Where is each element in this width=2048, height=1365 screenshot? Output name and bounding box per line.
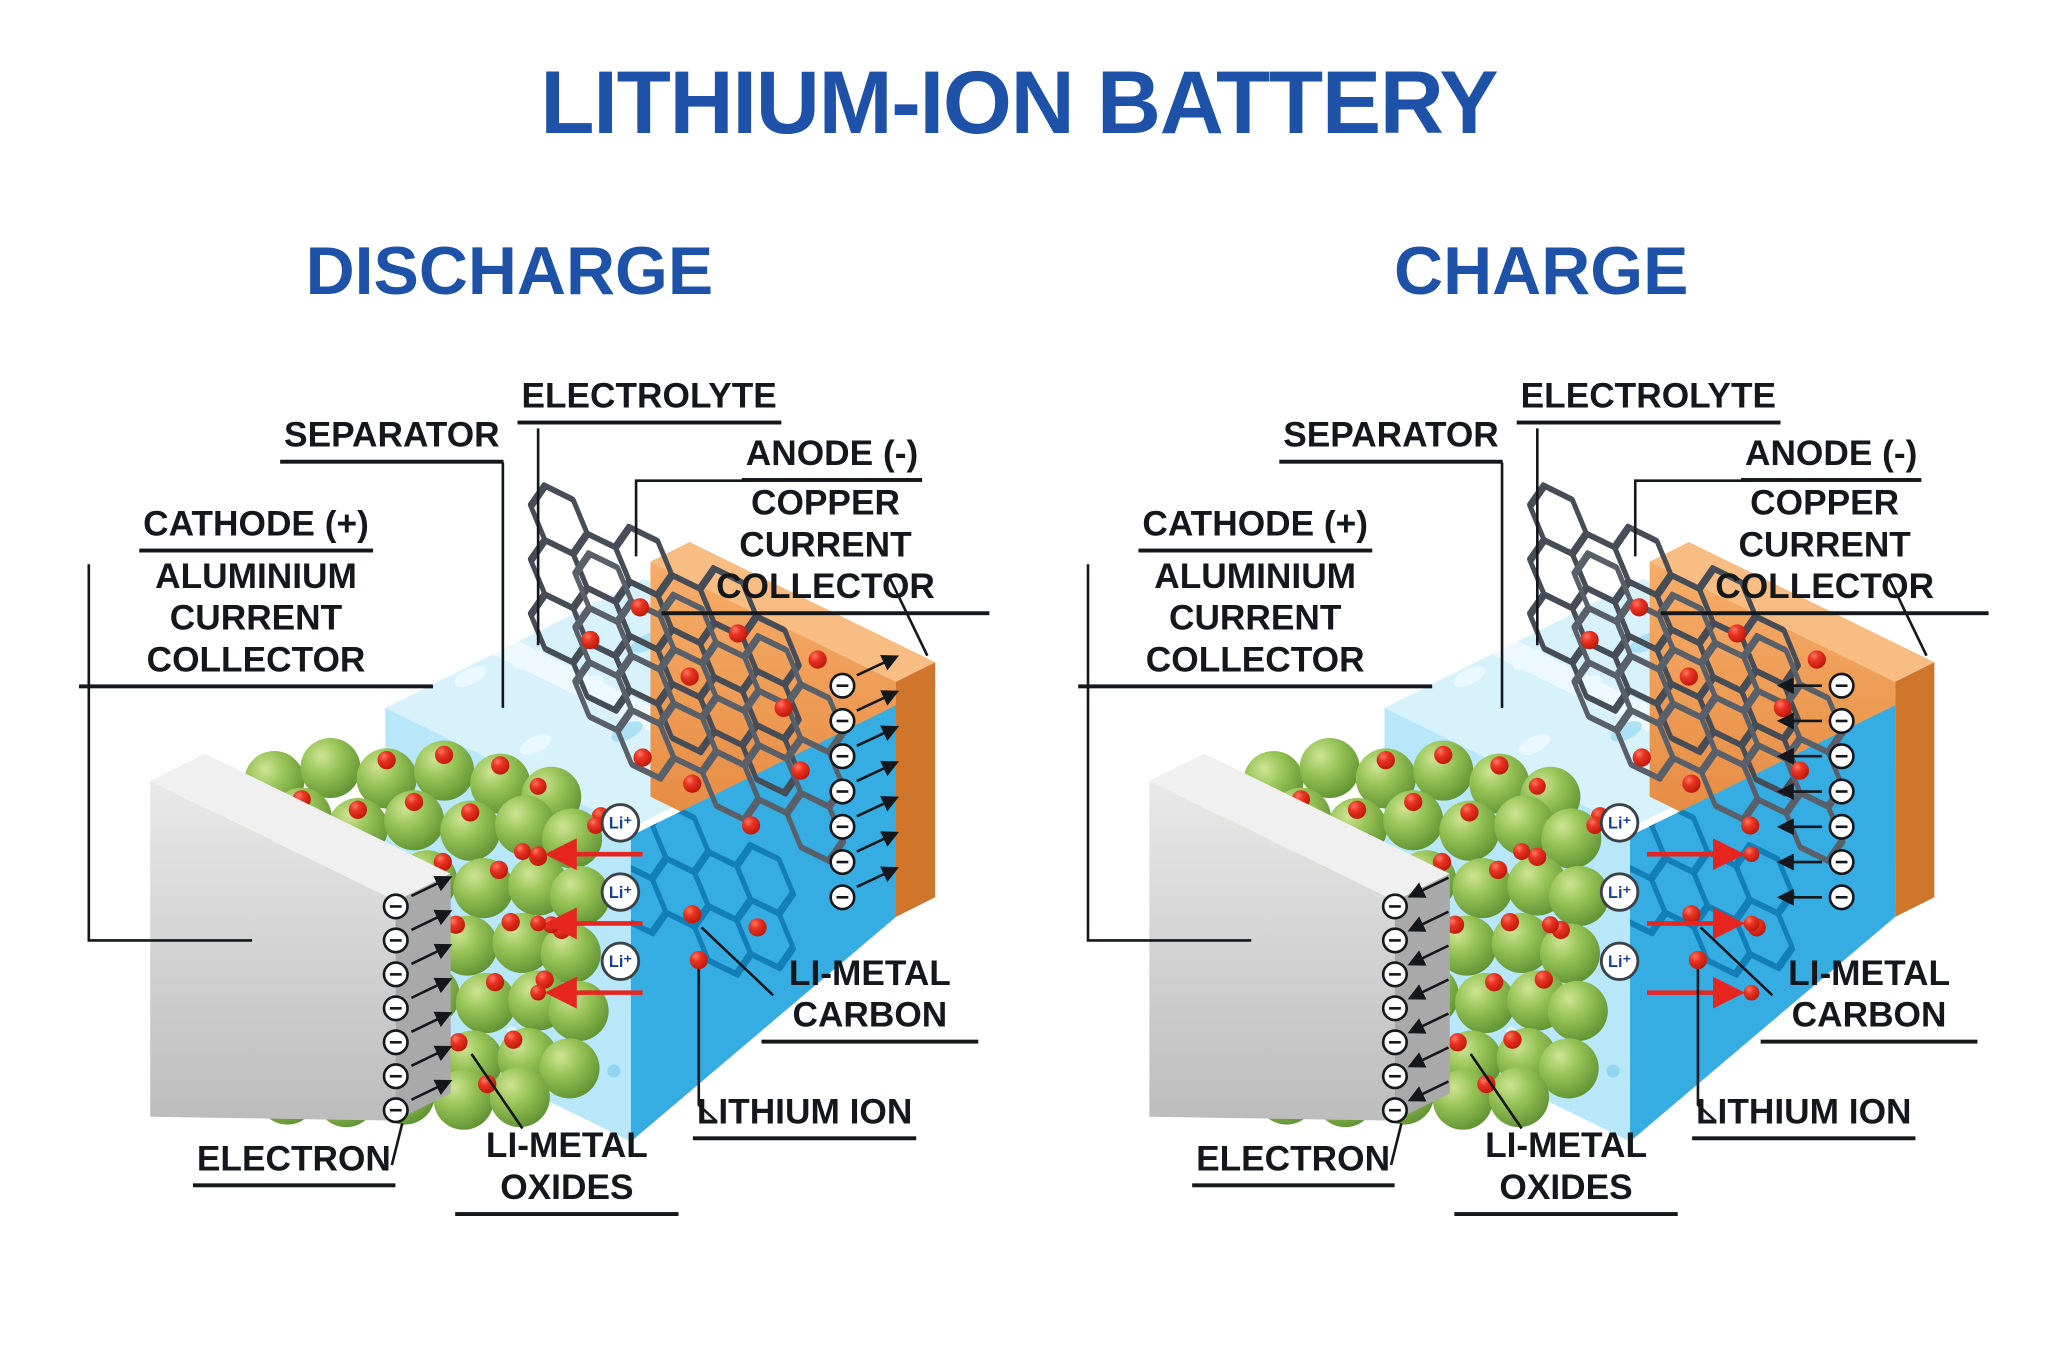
carbon-lattice-front: [572, 550, 847, 865]
label-anode: ANODE (-): [1741, 434, 1922, 482]
label-separator: SEPARATOR: [1279, 415, 1503, 464]
label-aluminium-current-collector: ALUMINIUM CURRENT COLLECTOR: [1078, 556, 1433, 688]
aluminium-current-collector-plate: [150, 753, 451, 1121]
heading-discharge: DISCHARGE: [305, 233, 714, 310]
li-ion-flow: Li⁺ Li⁺ Li⁺: [1599, 803, 1760, 1009]
diagram-charge: Li⁺ Li⁺ Li⁺ ELECTROLYTE SEPARATOR ANODE (-…: [1078, 366, 1992, 1280]
lithium-ion-dot: [1743, 984, 1760, 1001]
lithium-ions-on-carbon: [1580, 598, 1826, 970]
heading-charge: CHARGE: [1394, 233, 1689, 310]
electron-flow: [1381, 672, 1855, 1124]
lithium-ion-dot: [530, 915, 546, 932]
lithium-ion-dot: [1743, 846, 1760, 863]
li-ion-badge: [1599, 941, 1640, 982]
diagram-discharge: Li⁺ Li⁺ Li⁺ ELECTROLYTE SEPARATOR ANODE (-…: [78, 366, 992, 1280]
label-electrolyte: ELECTROLYTE: [517, 376, 781, 425]
label-cathode: CATHODE (+): [1138, 504, 1372, 553]
battery-graphic-discharge: Li⁺ Li⁺ Li⁺: [87, 428, 936, 1166]
li-ion-badge: [1599, 872, 1640, 912]
leader-lines: [87, 428, 929, 1166]
label-copper-current-collector: COPPER CURRENT COLLECTOR: [1660, 483, 1989, 615]
label-li-metal-oxides: LI-METAL OXIDES: [1454, 1126, 1678, 1216]
li-ion-symbol: Li⁺: [1608, 953, 1631, 971]
page-title: LITHIUM-ION BATTERY: [540, 53, 1498, 153]
battery-graphic-charge: Li⁺ Li⁺ Li⁺: [1086, 428, 1935, 1166]
label-electron: ELECTRON: [192, 1139, 395, 1188]
li-ion-symbol: Li⁺: [609, 815, 632, 833]
li-ion-badge: [1599, 803, 1640, 843]
label-li-metal-oxides: LI-METAL OXIDES: [455, 1126, 679, 1216]
label-li-metal-carbon: LI-METAL CARBON: [761, 953, 979, 1044]
battery: Li⁺ Li⁺ Li⁺: [1086, 428, 1935, 1166]
lithium-ion-dot: [530, 846, 546, 863]
li-ion-symbol: Li⁺: [609, 953, 632, 971]
lithium-ion-dot: [530, 984, 546, 1001]
lithium-ions-on-carbon: [581, 598, 827, 970]
lithium-ion-dot: [1743, 915, 1760, 932]
label-aluminium-current-collector: ALUMINIUM CURRENT COLLECTOR: [79, 556, 433, 688]
label-anode: ANODE (-): [741, 434, 923, 482]
label-li-metal-carbon: LI-METAL CARBON: [1760, 953, 1978, 1044]
leader-lines: [1086, 428, 1928, 1166]
carbon-lattice-back: [527, 482, 802, 797]
li-ion-badge: [600, 941, 641, 982]
li-ion-flow: Li⁺ Li⁺ Li⁺: [530, 803, 643, 1009]
label-lithium-ion: LITHIUM ION: [1692, 1092, 1916, 1141]
label-copper-current-collector: COPPER CURRENT COLLECTOR: [661, 483, 990, 615]
li-ion-symbol: Li⁺: [1608, 884, 1631, 902]
li-ion-symbol: Li⁺: [1608, 815, 1631, 833]
li-ion-symbol: Li⁺: [609, 884, 632, 902]
label-electron: ELECTRON: [1192, 1139, 1394, 1188]
li-ion-badge: [600, 872, 641, 912]
label-electrolyte: ELECTROLYTE: [1516, 376, 1780, 425]
label-cathode: CATHODE (+): [139, 504, 373, 553]
battery: Li⁺ Li⁺ Li⁺: [87, 428, 936, 1166]
label-lithium-ion: LITHIUM ION: [692, 1092, 917, 1141]
li-ion-badge: [600, 803, 641, 843]
electron-flow: [382, 655, 900, 1124]
label-separator: SEPARATOR: [280, 415, 504, 464]
lithium-ions-in-electrolyte: [1513, 777, 1604, 934]
